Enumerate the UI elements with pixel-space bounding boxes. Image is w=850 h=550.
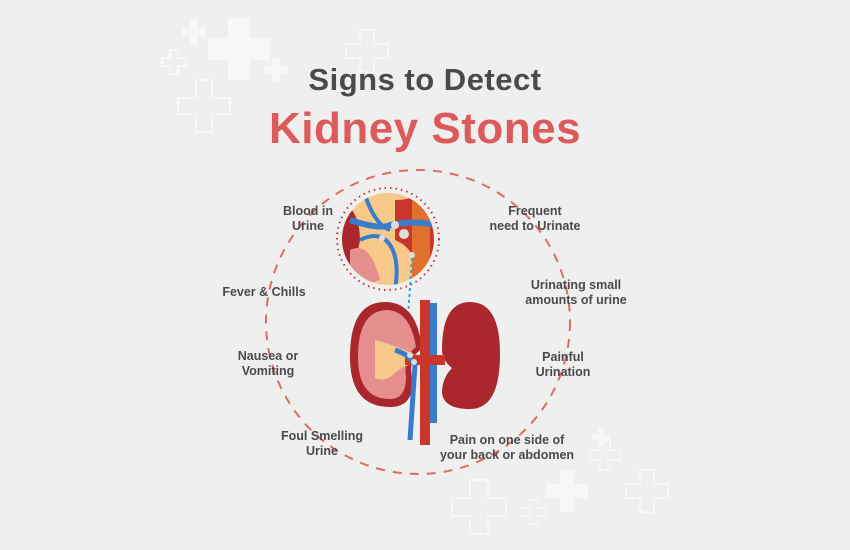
sign-text: Urination: [535, 365, 591, 379]
sign-text: Foul Smelling: [281, 429, 363, 443]
sign-text: Frequent: [508, 204, 562, 218]
sign-fever-chills: Fever & Chills: [174, 285, 354, 300]
medical-cross-icons: [182, 18, 610, 512]
sign-text: Nausea or: [237, 349, 299, 363]
sign-text: Fever & Chills: [222, 285, 306, 299]
main-heading: Kidney Stones: [268, 104, 582, 153]
sign-text: Urinating small: [530, 278, 622, 292]
sign-text: Painful: [542, 350, 584, 364]
kidneys-illustration: [350, 300, 500, 445]
outline-cross-icons: [161, 29, 669, 535]
sign-text: Vomiting: [241, 364, 295, 378]
sign-text: Pain on one side of: [449, 433, 565, 447]
sign-text: Urine: [306, 444, 338, 458]
sign-text: Blood in: [283, 204, 333, 218]
dashed-ring: [265, 169, 571, 475]
sign-text: your back or abdomen: [439, 448, 575, 462]
sign-text: need to Urinate: [489, 219, 581, 233]
subtitle-heading: Signs to Detect: [308, 62, 542, 97]
sign-text: amounts of urine: [525, 293, 627, 307]
sign-text: Urine: [292, 219, 324, 233]
